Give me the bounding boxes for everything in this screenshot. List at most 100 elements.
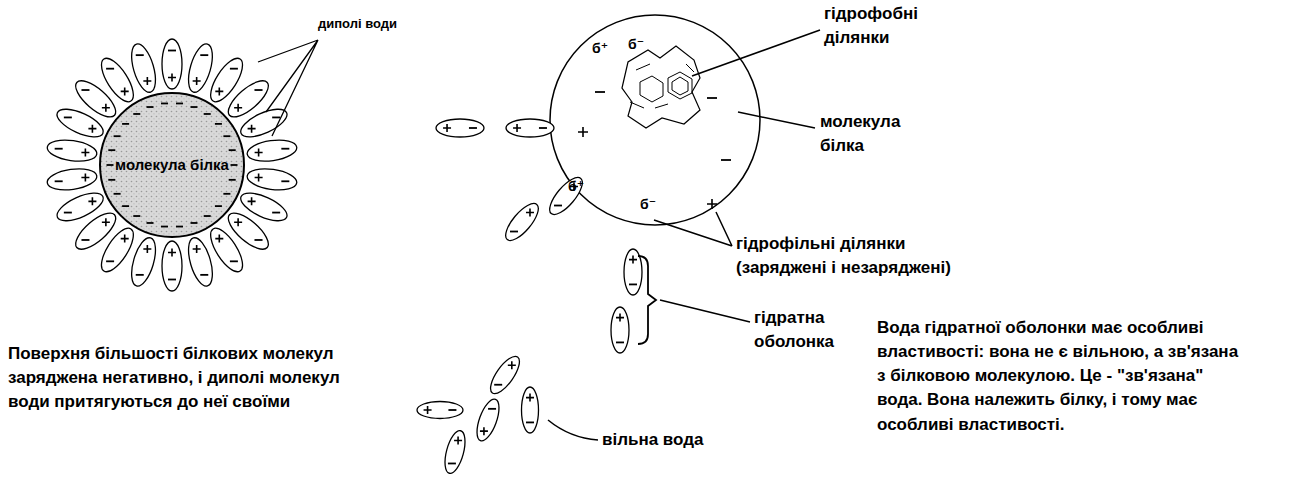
dipole-outline — [472, 396, 503, 443]
plus-sign — [168, 249, 176, 257]
hydrophobic-region — [622, 46, 700, 128]
minus-sign — [133, 113, 140, 115]
minus-sign — [494, 384, 502, 386]
water-dipole — [184, 235, 217, 289]
callout-label: гідрофобні ділянки — [824, 2, 936, 50]
dipole-outline — [441, 429, 469, 476]
dipole-outline — [506, 119, 554, 137]
minus-sign — [176, 226, 183, 228]
minus-sign — [106, 260, 114, 262]
plus-sign — [215, 235, 223, 243]
minus-sign — [114, 193, 121, 195]
plus-sign — [193, 245, 201, 253]
plus-sign — [454, 437, 462, 445]
water-dipole — [162, 39, 182, 89]
plus-sign — [168, 74, 176, 82]
plus-sign — [526, 208, 534, 216]
plus-sign — [508, 361, 516, 369]
plus-sign — [143, 77, 151, 85]
callout-label: молекула білка — [820, 110, 910, 158]
minus-sign — [204, 113, 211, 115]
protein-label: молекула білка — [115, 156, 229, 175]
plus-sign — [143, 245, 151, 253]
minus-sign — [595, 91, 605, 93]
minus-sign — [539, 127, 547, 129]
minus-sign — [133, 215, 140, 217]
plus-sign — [629, 256, 637, 264]
minus-sign — [215, 123, 222, 125]
minus-sign — [136, 54, 144, 56]
plus-sign — [81, 173, 89, 181]
minus-sign — [200, 274, 208, 276]
water-dipole — [246, 166, 298, 193]
dipole-outline — [436, 119, 484, 137]
plus-sign — [480, 427, 488, 435]
plus-sign — [88, 125, 96, 133]
dipole-outline — [237, 104, 291, 143]
water-dipole — [506, 119, 554, 137]
minus-sign — [122, 205, 129, 207]
leader-line — [258, 40, 318, 136]
water-dipole — [441, 429, 469, 476]
minus-sign — [114, 135, 121, 137]
water-dipoles — [46, 39, 298, 291]
water-dipole — [472, 396, 503, 443]
water-dipole — [522, 387, 539, 433]
minus-sign — [108, 149, 115, 151]
dipole-outline — [127, 41, 160, 95]
minus-sign — [176, 103, 183, 105]
plus-sign — [88, 197, 96, 205]
dipole-outline — [485, 352, 524, 398]
partial-charge: б⁻ — [640, 196, 656, 213]
plus-sign — [707, 199, 717, 209]
plus-sign — [578, 127, 588, 137]
minus-sign — [204, 215, 211, 217]
minus-sign — [64, 212, 72, 214]
minus-sign — [190, 106, 197, 108]
explanation-note: Вода гідратної оболонки має особливі вла… — [877, 316, 1249, 437]
minus-sign — [721, 159, 731, 161]
surface-charges — [107, 103, 238, 226]
minus-sign — [81, 239, 89, 241]
minus-sign — [469, 127, 477, 129]
water-dipole — [246, 137, 298, 164]
protein-globule — [100, 93, 244, 237]
water-dipole — [237, 104, 291, 143]
charged-groups — [578, 92, 731, 209]
minus-sign — [229, 179, 236, 181]
plus-sign — [234, 104, 242, 112]
dipole-outline — [522, 387, 539, 433]
water-dipole — [162, 241, 182, 291]
minus-sign — [81, 89, 89, 91]
leader-line — [548, 420, 598, 440]
water-dipole — [46, 137, 98, 164]
minus-sign — [231, 164, 238, 166]
minus-sign — [215, 205, 222, 207]
plus-sign — [443, 124, 451, 132]
plus-sign — [255, 173, 263, 181]
minus-sign — [190, 222, 197, 224]
minus-sign — [55, 180, 63, 182]
callout-label: вільна вода — [602, 428, 722, 452]
minus-sign — [223, 135, 230, 137]
dipole-outline — [544, 173, 587, 220]
minus-sign — [281, 148, 289, 150]
water-dipole — [46, 166, 98, 193]
plus-sign — [102, 218, 110, 226]
minus-sign — [488, 408, 496, 410]
water-dipole — [544, 173, 587, 220]
water-dipoles — [417, 119, 642, 475]
plus-sign — [234, 218, 242, 226]
water-dipole — [436, 119, 484, 137]
minus-sign — [55, 148, 63, 150]
plus-sign — [121, 235, 129, 243]
plus-sign — [248, 197, 256, 205]
plus-sign — [121, 87, 129, 95]
minus-sign — [255, 89, 263, 91]
water-dipole — [611, 307, 629, 353]
callout-label: гідратна оболонка — [754, 306, 850, 354]
minus-sign — [448, 463, 456, 465]
water-dipole — [500, 199, 543, 246]
dipole-outline — [46, 137, 98, 164]
dipole-outline — [246, 166, 298, 193]
